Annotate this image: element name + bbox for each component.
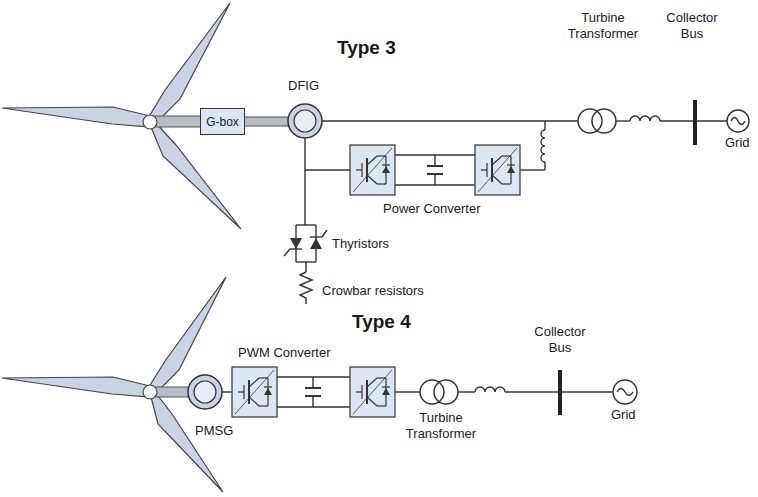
- thyristor-symbol: [290, 238, 302, 249]
- generator-label: PMSG: [195, 423, 233, 439]
- generator-label: DFIG: [288, 78, 319, 94]
- rotor-hub: [143, 385, 157, 399]
- thyristor-symbol: [310, 238, 322, 249]
- grid-symbol: [613, 380, 637, 404]
- box-text: G-box: [206, 115, 239, 129]
- crowbar-label: Crowbar resistors: [322, 283, 424, 299]
- converter-label: Power Converter: [383, 201, 481, 217]
- generator-symbol: [188, 375, 222, 409]
- bus-label: Collector Bus: [655, 10, 729, 42]
- converter-symbol: [475, 145, 520, 195]
- wiring: [222, 377, 613, 407]
- generator-symbol: [194, 381, 216, 403]
- converter-symbol: [232, 367, 277, 417]
- grid-label: Grid: [611, 407, 636, 423]
- bus-bar: [693, 100, 697, 145]
- thyristor-label: Thyristors: [332, 236, 389, 252]
- generator-symbol: [294, 110, 316, 132]
- shaft: [155, 387, 191, 397]
- rotor-blades: [2, 277, 226, 492]
- grid-symbol: [727, 110, 749, 132]
- converter-symbol: [350, 145, 395, 195]
- shaft: [155, 116, 201, 127]
- capacitor-symbol: [427, 166, 443, 174]
- wiring: [284, 116, 727, 304]
- shaft: [244, 117, 290, 126]
- section-title: Type 4: [352, 310, 411, 333]
- capacitor-symbol: [305, 388, 321, 396]
- section-title: Type 3: [337, 36, 396, 59]
- transformer-label: Turbine Transformer: [398, 410, 484, 442]
- converter-symbol: [350, 367, 395, 417]
- gearbox-box: G-box: [200, 108, 245, 135]
- transformer-symbol: [420, 380, 458, 404]
- transformer-label: Turbine Transformer: [560, 10, 646, 42]
- bus-bar: [558, 370, 562, 415]
- rotor-hub: [143, 115, 157, 129]
- converter-label: PWM Converter: [238, 345, 330, 361]
- transformer-symbol: [578, 109, 616, 133]
- grid-label: Grid: [725, 135, 750, 151]
- generator-symbol: [288, 104, 322, 138]
- bus-label: Collector Bus: [523, 324, 597, 356]
